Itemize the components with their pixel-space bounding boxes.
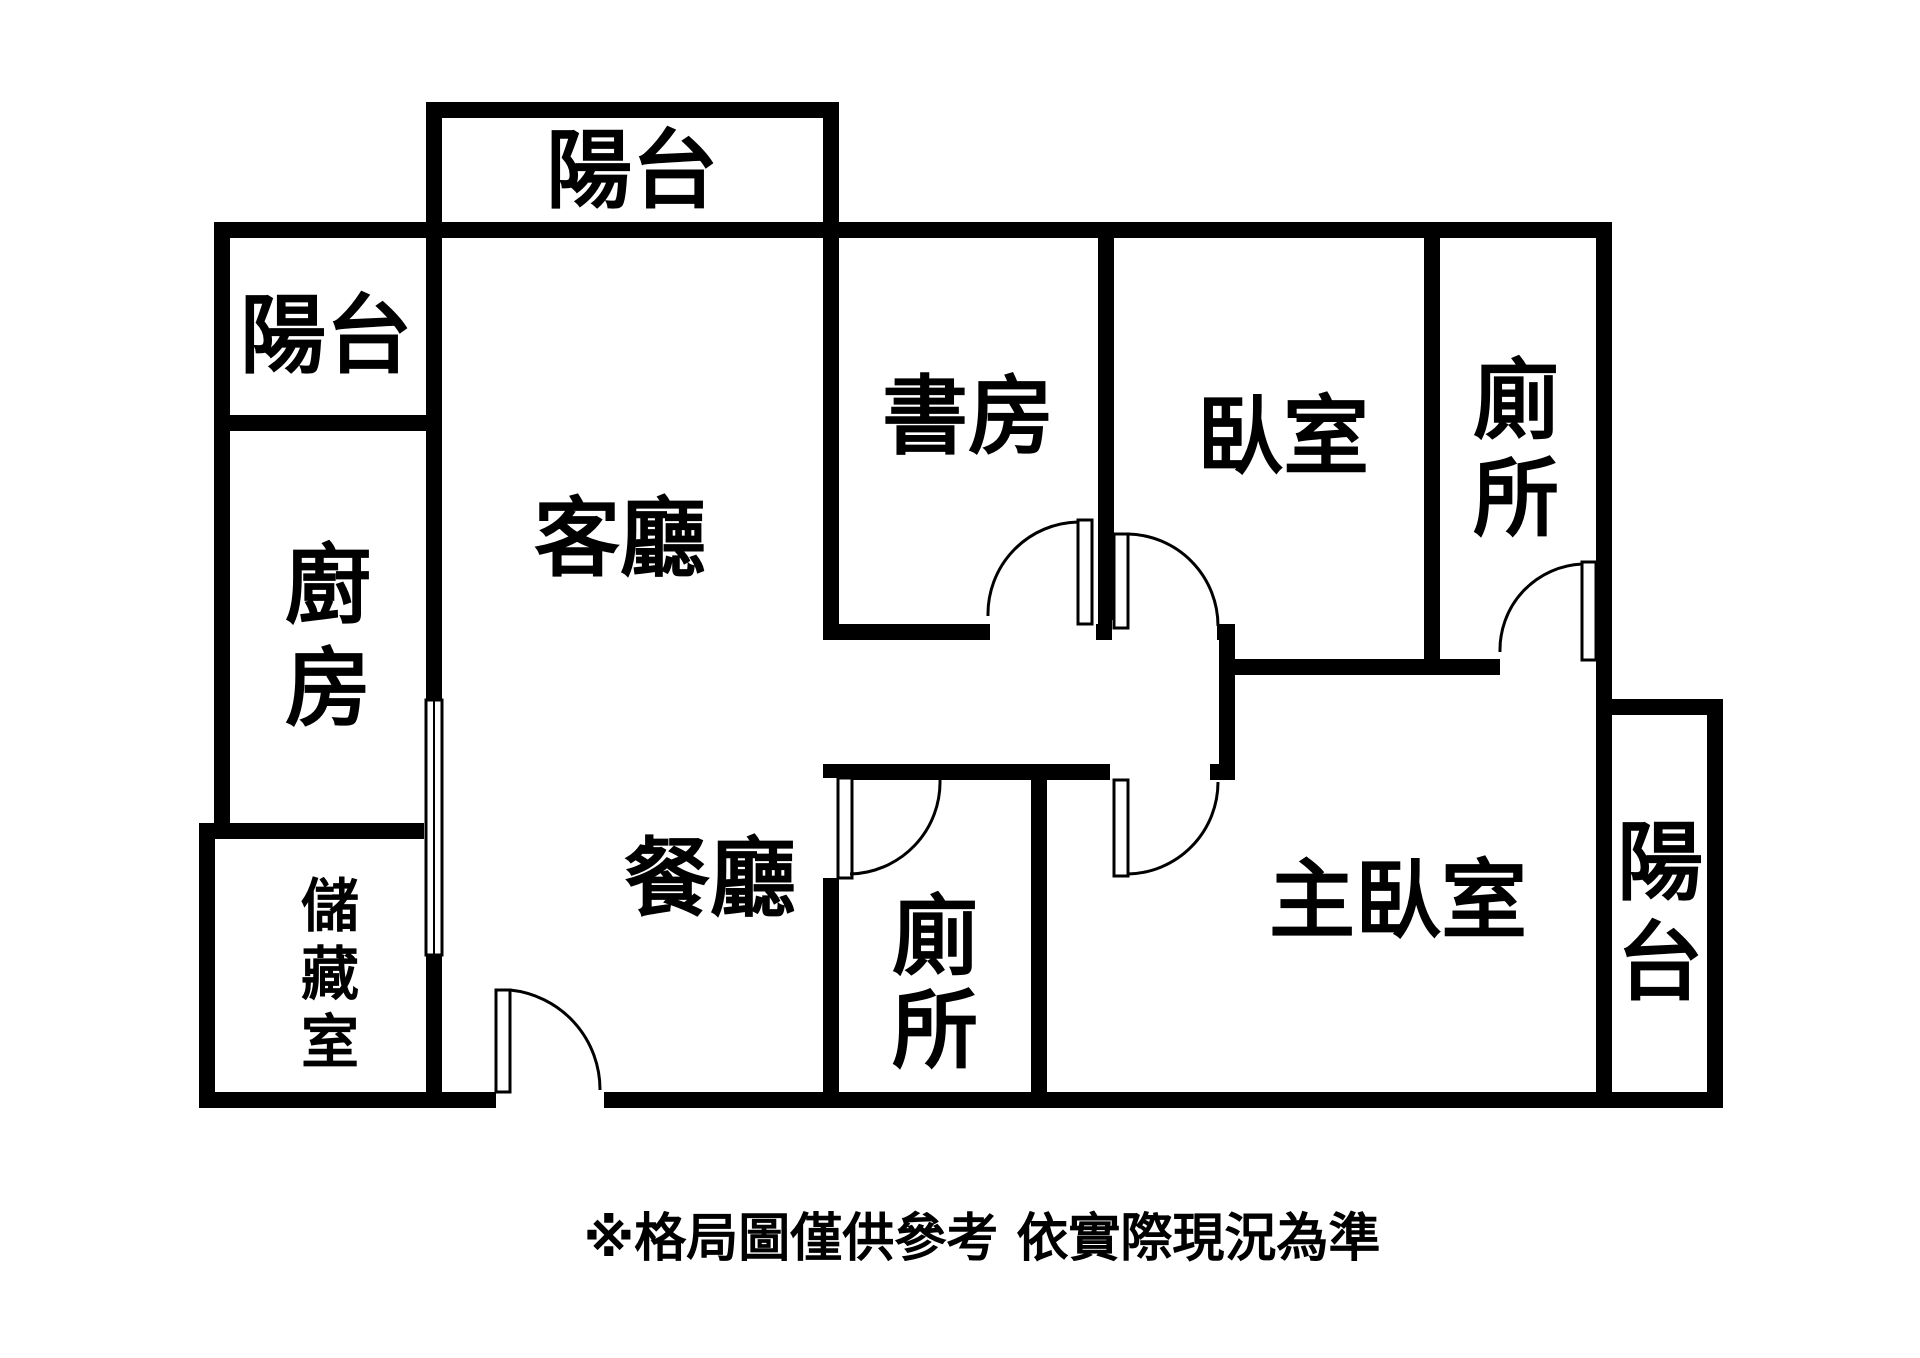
door-study	[986, 518, 1096, 640]
label-toilet-lower-2: 所	[892, 981, 978, 1081]
door-toilet-lower	[821, 776, 942, 880]
balcony-right-walls	[1596, 699, 1723, 1108]
window-living-west	[424, 698, 446, 957]
label-balcony-top: 陽台	[546, 121, 718, 221]
label-storage-2: 藏	[301, 940, 359, 1008]
disclaimer-text: ※格局圖僅供參考 依實際現況為準	[584, 1209, 1381, 1269]
label-balcony-right-1: 陽	[1617, 813, 1703, 913]
door-entrance	[494, 988, 604, 1108]
label-study: 書房	[882, 367, 1054, 467]
label-living-room: 客廳	[534, 489, 706, 589]
label-kitchen-1: 廚	[285, 536, 371, 636]
label-toilet-upper-2: 所	[1473, 449, 1559, 549]
label-master-bedroom: 主臥室	[1269, 851, 1527, 951]
door-toilet-upper	[1498, 560, 1598, 675]
study-walls	[823, 222, 1114, 640]
toilet-lower-walls	[823, 764, 1047, 1108]
door-bedroom	[1112, 532, 1220, 640]
label-storage-1: 儲	[301, 872, 359, 940]
label-dining-room: 餐廳	[624, 829, 796, 929]
label-balcony-left: 陽台	[240, 286, 412, 386]
door-master-bedroom	[1110, 760, 1220, 878]
label-toilet-upper-1: 廁	[1473, 351, 1559, 451]
label-kitchen-2: 房	[285, 639, 371, 739]
label-bedroom: 臥室	[1197, 387, 1369, 487]
label-balcony-right-2: 台	[1617, 913, 1703, 1013]
label-toilet-lower-1: 廁	[892, 887, 978, 987]
label-storage-3: 室	[301, 1008, 359, 1076]
